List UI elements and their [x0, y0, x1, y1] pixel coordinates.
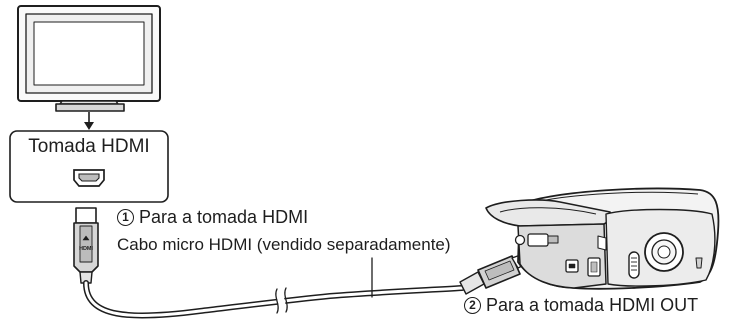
hdmi-cable: [83, 257, 465, 319]
hdmi-logo-text: HDMI: [79, 246, 94, 252]
step-2-number: 2: [464, 297, 481, 314]
step-1-number: 1: [117, 209, 134, 226]
camera-icon: [485, 187, 720, 290]
step-1-text: Para a tomada HDMI: [139, 207, 309, 227]
step-2-label: 2 Para a tomada HDMI OUT: [464, 295, 698, 316]
step-2-text: Para a tomada HDMI OUT: [486, 295, 699, 315]
tv-port-box: [9, 130, 169, 203]
micro-hdmi-plug-icon: [459, 252, 531, 295]
tv-icon: [17, 5, 161, 112]
hdmi-plug-icon: HDMI: [73, 207, 99, 284]
arrow-down-icon: [84, 112, 94, 130]
hdmi-port-icon: [73, 169, 105, 187]
step-1-label: 1 Para a tomada HDMI: [117, 207, 308, 228]
tv-port-label: Tomada HDMI: [28, 136, 150, 157]
cable-label: Cabo micro HDMI (vendido separadamente): [117, 235, 451, 254]
